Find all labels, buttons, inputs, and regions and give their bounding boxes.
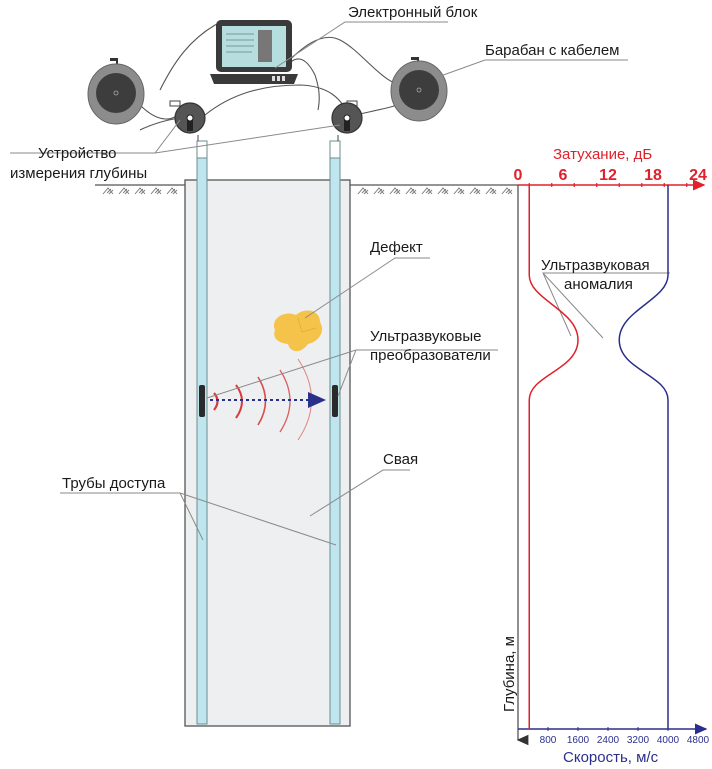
defect-icon: [274, 310, 323, 352]
transducer-right-icon: [332, 385, 338, 417]
cable-drum-left-icon: [87, 58, 145, 125]
velocity-tick-label: 4800: [687, 735, 710, 746]
attenuation-tick-label: 6: [559, 167, 568, 184]
attenuation-tick-label: 24: [689, 167, 707, 184]
velocity-series-line: [618, 185, 669, 729]
velocity-tick-label: 2400: [597, 735, 620, 746]
depth-pulley-right-icon: [331, 100, 363, 134]
label-pile: Свая: [383, 451, 418, 468]
label-access-tubes: Трубы доступа: [62, 475, 166, 492]
label-anomaly-line2: аномалия: [564, 276, 633, 293]
velocity-tick-label: 1600: [567, 735, 590, 746]
cable-drum-right-icon: [390, 57, 448, 122]
pile: [184, 179, 351, 727]
ground-hatch: [437, 187, 449, 195]
ground-hatch: [389, 187, 401, 195]
attenuation-tick-label: 0: [514, 167, 523, 184]
label-transducers-line2: преобразователи: [370, 347, 491, 364]
ground-hatch: [373, 187, 385, 195]
label-defect: Дефект: [370, 239, 423, 256]
ground-hatch: [166, 187, 178, 195]
ground-hatch: [357, 187, 369, 195]
transducer-left-icon: [199, 385, 205, 417]
label-depth-device-line2: измерения глубины: [10, 165, 147, 182]
ground-hatch: [421, 187, 433, 195]
attenuation-tick-label: 12: [599, 167, 617, 184]
label-anomaly-line1: Ультразвуковая: [541, 257, 650, 274]
velocity-tick-label: 800: [540, 735, 557, 746]
depth-axis-label: Глубина, м: [501, 636, 518, 712]
ground-hatch: [453, 187, 465, 195]
velocity-axis-label: Скорость, м/с: [563, 749, 659, 766]
ground-hatch: [150, 187, 162, 195]
access-tube-right: [329, 140, 341, 725]
velocity-tick-label: 3200: [627, 735, 650, 746]
leader-lines: [10, 21, 670, 546]
ground-hatch: [118, 187, 130, 195]
access-tube-left: [196, 140, 208, 725]
label-depth-device-line1: Устройство: [38, 145, 116, 162]
label-electronic-unit: Электронный блок: [348, 4, 478, 21]
ground-hatch: [469, 187, 481, 195]
attenuation-axis-label: Затухание, дБ: [553, 146, 652, 163]
label-transducers-line1: Ультразвуковые: [370, 328, 482, 345]
laptop-icon: [210, 20, 298, 84]
ground-hatch: [405, 187, 417, 195]
attenuation-tick-label: 18: [644, 167, 662, 184]
ground-hatch: [102, 187, 114, 195]
label-cable-drum: Барабан с кабелем: [485, 42, 620, 59]
chart: Глубина, м Затухание, дБ 0 6 12 18 24 Скорос…: [501, 146, 710, 766]
attenuation-series-line: [528, 185, 579, 729]
velocity-tick-label: 4000: [657, 735, 680, 746]
depth-pulley-left-icon: [169, 100, 206, 134]
ground-hatch: [485, 187, 497, 195]
ground-hatch: [134, 187, 146, 195]
ground-hatch: [501, 187, 513, 195]
